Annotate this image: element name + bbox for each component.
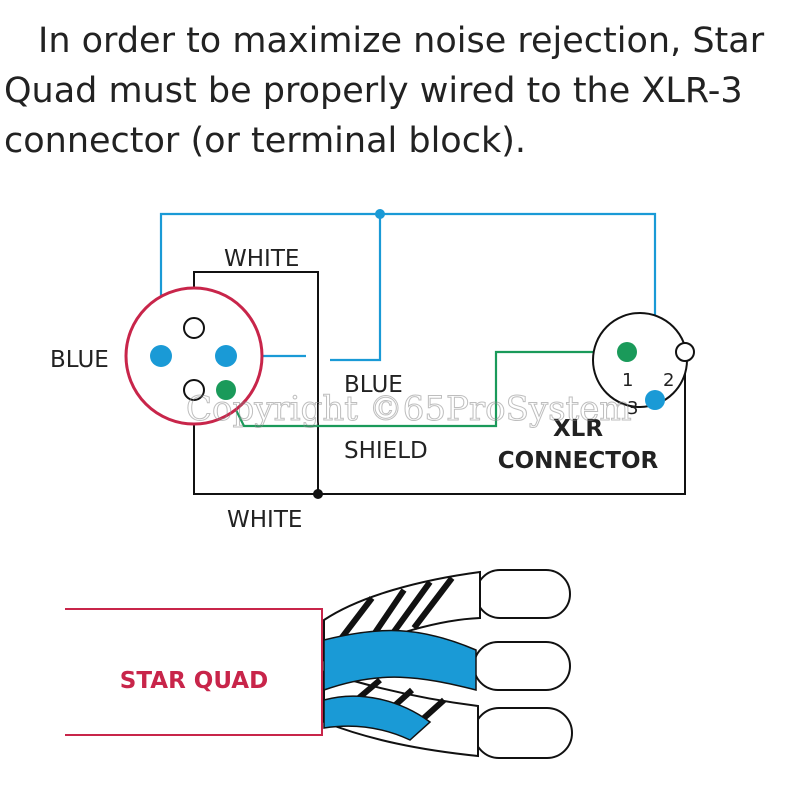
xlr-pin-1-label: 1 — [622, 370, 633, 391]
conductor-tips — [473, 569, 573, 759]
label-xlr: XLR — [553, 416, 603, 442]
blue-conductor-a — [323, 629, 477, 692]
label-shield: SHIELD — [344, 438, 428, 464]
white-wire-bottom — [193, 360, 686, 495]
xlr-pin-3 — [645, 390, 665, 410]
pin-white-top — [183, 317, 205, 339]
blue-wire-top-loop — [159, 212, 657, 398]
label-blue-mid: BLUE — [344, 372, 403, 398]
watermark-text: Copyright ©65ProSystem — [186, 389, 632, 429]
star-quad-label: STAR QUAD — [120, 668, 268, 694]
xlr-pin-3-label: 3 — [627, 398, 638, 419]
pin-blue-right — [215, 345, 237, 367]
label-white-top: WHITE — [224, 246, 299, 272]
intro-text: In order to maximize noise rejection, St… — [4, 16, 798, 166]
intro-line-3: connector (or terminal block). — [4, 121, 527, 161]
pin-white-bottom — [183, 379, 205, 401]
label-white-bottom: WHITE — [227, 507, 302, 533]
shield-wire — [225, 350, 627, 428]
white-conductor-wires — [193, 271, 686, 495]
pin-blue-left — [150, 345, 172, 367]
blue-conductor-b — [323, 695, 432, 741]
conductor-tip-1 — [475, 569, 571, 619]
label-blue-left: BLUE — [50, 347, 109, 373]
cable-jacket — [65, 608, 323, 736]
blue-junction-dot — [375, 209, 385, 219]
star-quad-cable: STAR QUAD — [65, 569, 573, 759]
white-wire-top — [193, 271, 319, 494]
xlr-pin-2-label: 2 — [663, 370, 674, 391]
conductor-tip-3 — [473, 707, 573, 759]
blue-wire-drop — [330, 214, 382, 362]
label-connector: CONNECTOR — [498, 448, 659, 474]
intro-line-1: In order to maximize noise rejection, St… — [38, 21, 765, 61]
conductor-tip-2 — [473, 641, 571, 691]
xlr-pin-2 — [675, 342, 695, 362]
intro-line-2: Quad must be properly wired to the XLR-3 — [4, 71, 743, 111]
black-junction-dot — [313, 489, 323, 499]
pin-shield — [216, 380, 236, 400]
xlr-pin-1 — [617, 342, 637, 362]
